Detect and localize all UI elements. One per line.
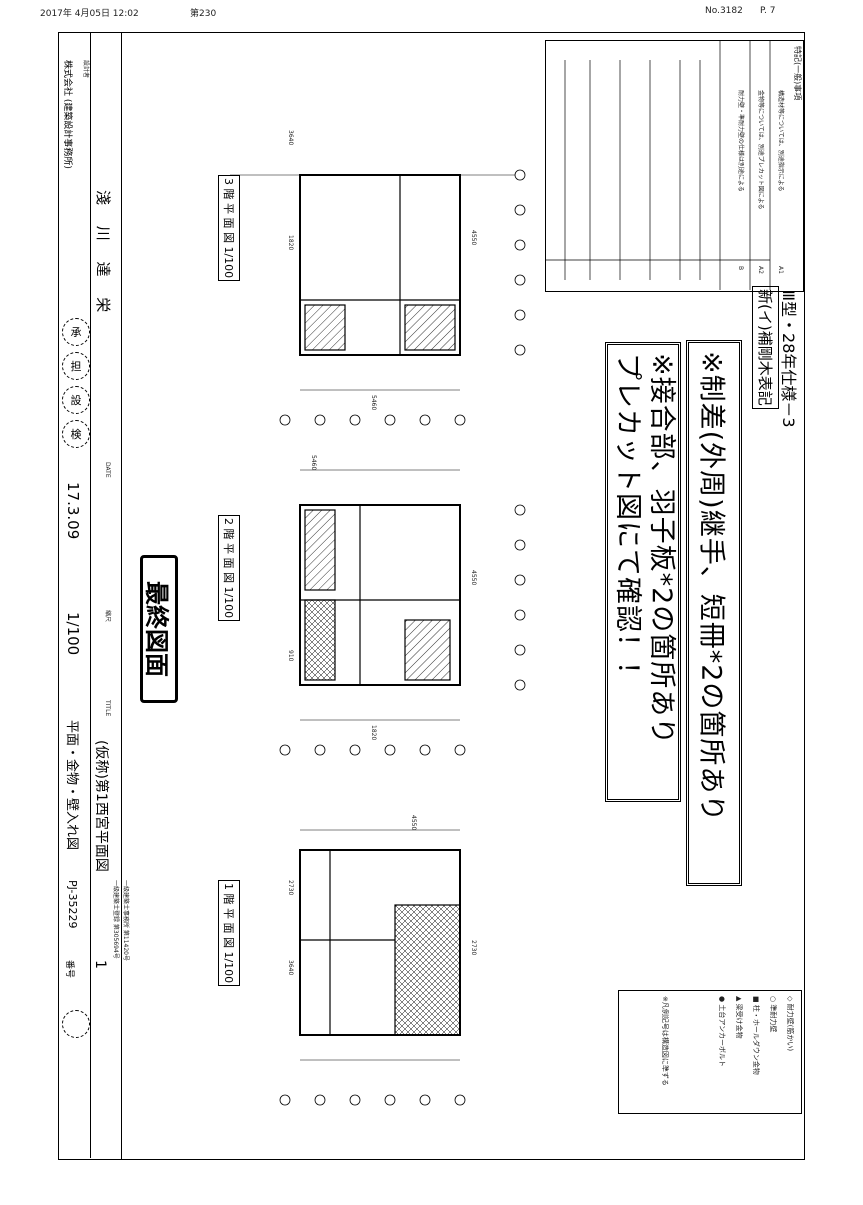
notes-lines [545,40,771,290]
final-drawing-stamp: 最終図面 [140,555,178,703]
plan-2f [299,469,461,721]
scale: 1/100 [64,612,82,656]
notes-title: 特記(一般)事項 [793,46,802,101]
sheet-number: 1 [92,960,108,969]
dim-1f-3: 3640 [287,960,294,976]
plan-1f-label: 1 階 平 面 図 1/100 [218,880,240,987]
sheet-label: 番号 [64,960,74,979]
notice-box-1: ※制差(外周)継手、短冊*2の箇所あり [686,340,742,886]
dim-3f-1: 3640 [287,130,294,146]
dim-2f-4: 1820 [370,725,377,741]
plan-1f [299,829,461,1061]
notice-line-1: ※制差(外周)継手、短冊*2の箇所あり [695,351,727,823]
design-seal: 設 [62,386,90,414]
grid-markers [279,169,526,1106]
legend-item-2: ○ 準耐力壁 [769,996,777,1033]
legend-item-4: ▲ 梁受け金物 [735,996,743,1039]
notice-line-3: プレカット図にて確認！！ [612,353,643,689]
plan-2f-label: 2 階 平 面 図 1/100 [218,515,240,622]
notice-line-2: ※接合部、羽子板*2の箇所あり [646,353,677,746]
fax-sender: 第230 [190,9,217,19]
inspect-seal: 検 [62,420,90,448]
dim-2f-2: 4550 [470,570,477,586]
dim-1f-4: 2730 [470,940,477,956]
drawing-name: 平面・金物・壁入れ図 [64,720,79,851]
plan-3f [230,174,520,391]
project-name: (仮称)第1西宮平面図 [93,740,109,872]
notice-box-2: ※接合部、羽子板*2の箇所あり プレカット図にて確認！！ [605,342,681,802]
note-id-a1: A1 [777,266,784,274]
dim-1f-2: 2730 [287,880,294,896]
spec-title: 新(イ)補剛木表記 [752,286,779,409]
note-row-b: 耐力壁・準耐力壁の仕様は別途による [737,90,744,192]
legend-item-3: ■ 柱・ホールダウン金物 [752,996,760,1075]
dim-2f-1: 5460 [310,455,317,471]
note-id-a2: A2 [757,266,764,274]
date-label: DATE [104,462,111,478]
scale-label: 縮尺 [104,610,111,623]
drawing-number: PJ-35229 [66,880,79,929]
date: 17.3.09 [64,482,82,540]
fax-page: P. 7 [760,6,776,16]
title-label: TITLE [104,700,111,717]
fax-datetime: 2017年 4月05日 12:02 [40,9,139,19]
note-row-a2: 金物等については、別途プレカット図による [757,90,764,210]
approval-seal: 承 [62,318,90,346]
license-1: 一級建築士事務所 第11420号 [122,880,129,961]
note-id-b: B [737,266,744,271]
legend-note: ※凡例記号は構造図に準ずる [661,996,669,1086]
note-row-a1: 構造材等については、別途指示による [777,90,784,192]
company-name: 株式会社 (建築設計事務所) [62,60,72,169]
legend-item-5: ● 土台アンカーボルト [718,996,726,1068]
dim-3f-4: 5460 [370,395,377,411]
company-seal [62,1010,90,1038]
dim-2f-3: 910 [287,650,294,662]
designer-name: 淺 川 達 栄 [94,190,112,321]
designer-label: 設計者 [82,60,89,79]
fax-page-no: No.3182 [705,6,743,16]
legend-item-1: ◇ 耐力壁(筋かい) [786,996,794,1052]
dim-3f-3: 4550 [470,230,477,246]
plan-3f-label: 3 階 平 面 図 1/100 [218,175,240,282]
dim-3f-2: 1820 [287,235,294,251]
check-seal: 担 [62,352,90,380]
license-2: 一級建築士登録 第305694号 [112,880,119,959]
legend-box [618,990,802,1114]
dim-1f-1: 4550 [410,815,417,831]
spec-header: Ⅲ型・28年仕様－3 [779,290,798,428]
